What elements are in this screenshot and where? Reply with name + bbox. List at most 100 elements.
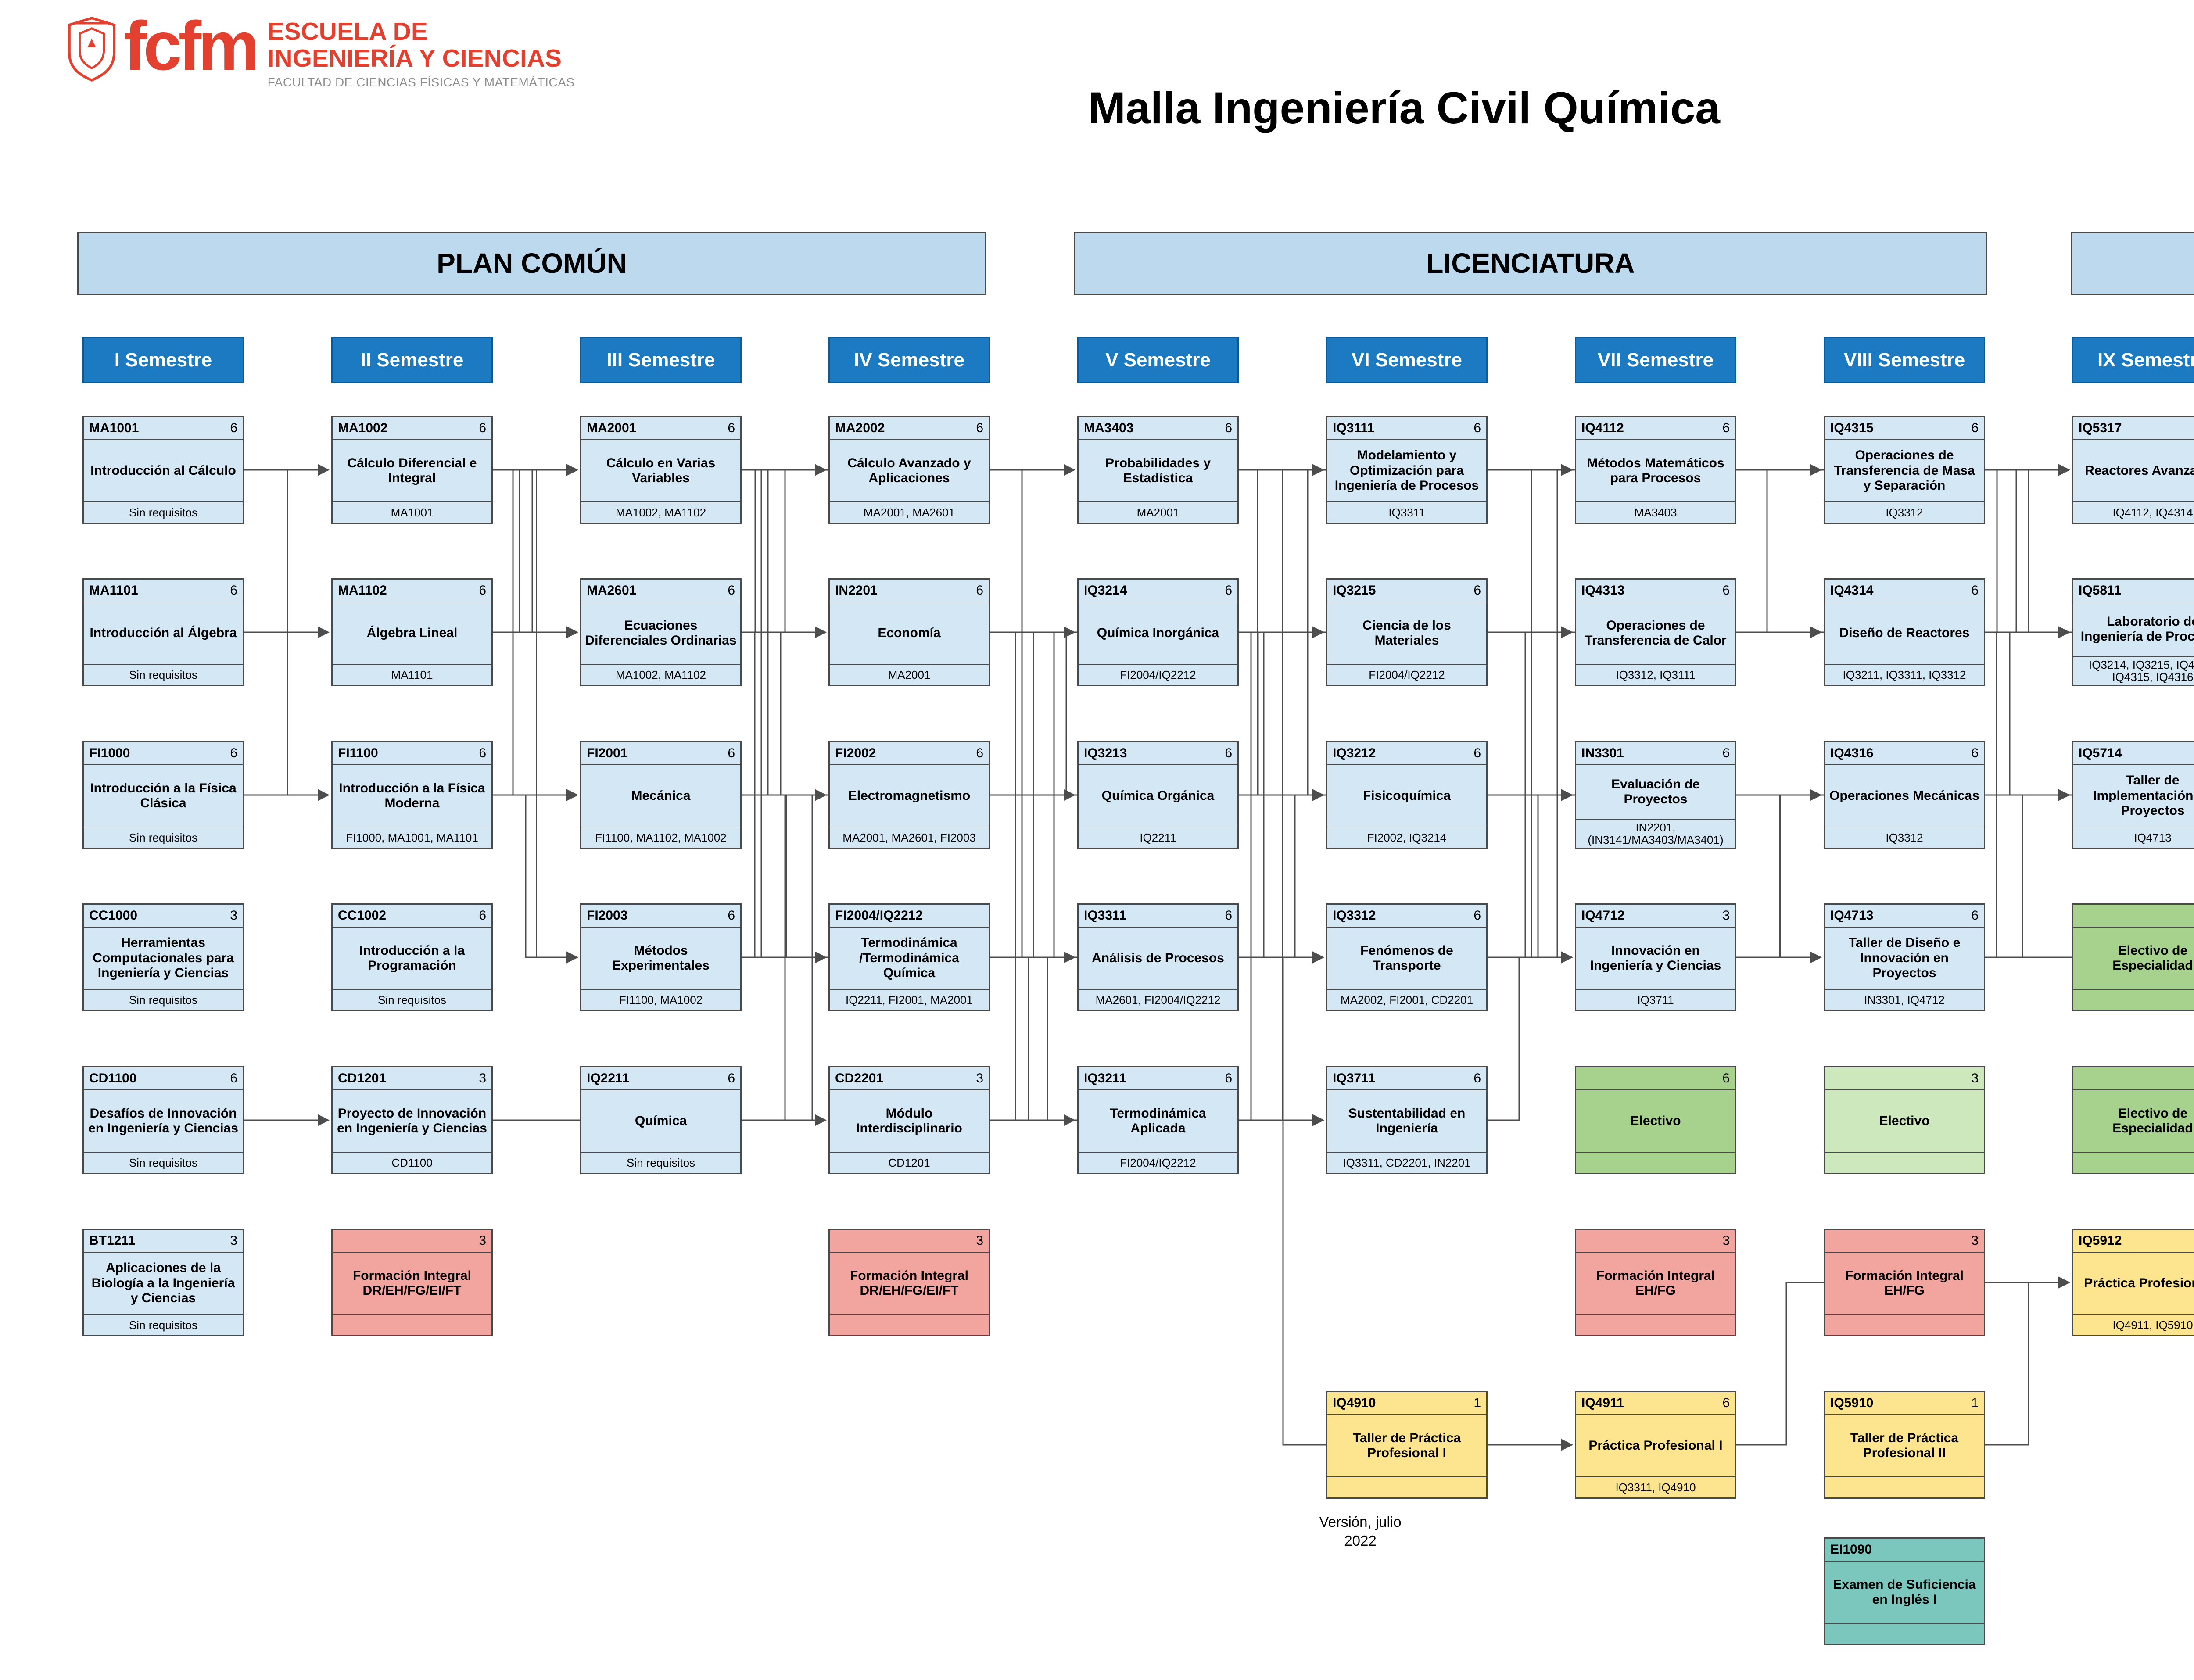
course-name: Modelamiento y Optimización para Ingenie… xyxy=(1334,448,1479,493)
course-code: IQ3215 xyxy=(1333,583,1376,598)
course-reqs: MA1001 xyxy=(333,501,491,523)
course-credits: 3 xyxy=(230,908,237,923)
course-credits: 6 xyxy=(728,421,735,435)
course-header: 3 xyxy=(1825,1230,1984,1253)
version-line2: 2022 xyxy=(1344,1532,1377,1549)
course-name: Cálculo Diferencial e Integral xyxy=(347,455,477,486)
prereq-edge xyxy=(493,469,578,964)
course-reqs: CD1100 xyxy=(333,1152,491,1173)
course-name: Formación Integral DR/EH/FG/EI/FT xyxy=(352,1268,472,1298)
course-code: IQ3214 xyxy=(1084,583,1127,598)
course-credits: 6 xyxy=(479,421,486,435)
course-name: Formación Integral EH/FG xyxy=(1596,1268,1715,1298)
course-header: IQ53176 xyxy=(2073,417,2194,440)
semester-header-6: VI Semestre xyxy=(1326,337,1488,383)
course-code: IQ4314 xyxy=(1830,583,1874,598)
course-header: IQ3215 6 xyxy=(1327,580,1486,602)
course-reqs xyxy=(1327,1476,1486,1497)
semester-header-3: III Semestre xyxy=(580,337,742,383)
course-credits: 3 xyxy=(976,1233,983,1248)
logo: fcfm ESCUELA DE INGENIERÍA Y CIENCIAS FA… xyxy=(66,11,575,90)
course-code: MA1102 xyxy=(338,583,387,598)
course-credits: 6 xyxy=(976,746,983,760)
brand-text: ESCUELA DE INGENIERÍA Y CIENCIAS FACULTA… xyxy=(268,16,575,90)
course-name: Química Orgánica xyxy=(1101,788,1215,803)
course-code: IQ4315 xyxy=(1830,421,1874,435)
course-name: Introducción a la Programación xyxy=(359,943,465,973)
course-reqs: IQ3312 xyxy=(1825,827,1984,848)
course-reqs xyxy=(830,1314,989,1335)
school-name-line2: INGENIERÍA Y CIENCIAS xyxy=(267,44,562,72)
course-name: Taller de Práctica Profesional II xyxy=(1850,1430,1959,1461)
course-name: Métodos Matemáticos para Procesos xyxy=(1587,455,1724,486)
course-name: Economía xyxy=(878,625,941,640)
course-code: IQ2211 xyxy=(587,1071,629,1085)
course-name: Módulo Interdisciplinario xyxy=(856,1106,962,1136)
course-credits: 6 xyxy=(1473,583,1481,598)
course-code: IQ3312 xyxy=(1333,908,1376,923)
course-name: Sustentabilidad en Ingeniería xyxy=(1348,1106,1466,1136)
course-credits: 6 xyxy=(1722,746,1730,760)
version-note: Versión, julio 2022 xyxy=(1268,1513,1452,1551)
course-name: Fisicoquímica xyxy=(1362,788,1451,803)
course-credits: 6 xyxy=(1722,583,1730,598)
course-reqs: Sin requisitos xyxy=(333,989,491,1010)
course-code: IQ4713 xyxy=(1830,908,1874,923)
course-reqs: IQ3211, IQ3311, IQ3312 xyxy=(1825,664,1984,685)
course-code: FI2003 xyxy=(587,908,628,923)
course-credits: 6 xyxy=(230,1071,237,1085)
course-reqs: IQ2211 xyxy=(1079,827,1237,848)
course-code: CD1201 xyxy=(338,1071,387,1085)
course-reqs: IQ4911, IQ5910 xyxy=(2073,1314,2194,1335)
course-name: Electromagnetismo xyxy=(848,788,971,803)
course-header: IQ58116 xyxy=(2073,580,2194,602)
course-name: Introducción a la Física Moderna xyxy=(339,781,485,811)
course-code: IQ3111 xyxy=(1333,421,1375,435)
semester-header-5: V Semestre xyxy=(1077,337,1239,383)
course-reqs: FI1100, MA1002 xyxy=(581,989,740,1010)
course-name: Cálculo en Varias Variables xyxy=(606,455,716,486)
section-plan-comun: PLAN COMÚN xyxy=(77,232,986,295)
course-name: Práctica Profesional II xyxy=(2084,1275,2194,1290)
course-code: MA1101 xyxy=(89,583,138,598)
course-name: Examen de Suficiencia en Inglés I xyxy=(1833,1577,1976,1607)
course-name: Mecánica xyxy=(631,788,691,803)
course-reqs xyxy=(1825,1314,1984,1335)
course-reqs xyxy=(1576,1314,1735,1335)
page-title: Malla Ingeniería Civil Química xyxy=(1088,83,1720,133)
course-reqs: FI2004/IQ2212 xyxy=(1079,1152,1237,1173)
course-name: Operaciones de Transferencia de Masa y S… xyxy=(1834,448,1975,493)
course-name: Electivo de Especialidad xyxy=(2112,943,2193,973)
course-code: FI2002 xyxy=(835,746,876,760)
course-reqs: CD1201 xyxy=(830,1152,989,1173)
course-name: Desafíos de Innovación en Ingeniería y C… xyxy=(88,1106,238,1136)
course-reqs xyxy=(2073,989,2194,1010)
course-credits: 6 xyxy=(728,1071,735,1085)
